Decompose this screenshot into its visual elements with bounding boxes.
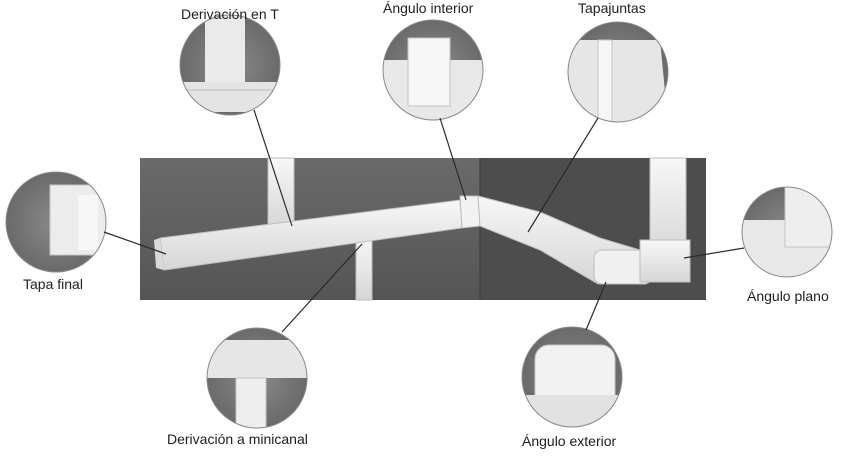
leader-lines [103,109,745,333]
inset-angulo-exterior [521,326,623,428]
leader-tapa-final [103,231,167,255]
inset-tapa-final [5,171,107,273]
inset-tapajuntas [567,21,669,123]
label-tapa-final: Tapa final [23,276,83,292]
label-angulo-plano: Ángulo plano [747,288,829,304]
leader-tapajuntas [527,117,599,233]
label-angulo-interior: Ángulo interior [383,0,474,16]
label-angulo-exterior: Ángulo exterior [522,433,617,449]
leader-derivacion-t [253,109,293,227]
leader-derivacion-minicanal [281,243,363,333]
label-derivacion-a-minicanal: Derivación a minicanal [167,431,308,447]
inset-derivacion-minicanal [206,327,308,429]
label-derivacion-en-t: Derivación en T [181,6,279,22]
leader-angulo-interior [439,117,467,201]
inset-angulo-plano [741,186,833,278]
inset-angulo-interior [382,19,484,121]
inset-derivacion-t [179,14,281,116]
label-tapajuntas: Tapajuntas [578,0,646,16]
leader-angulo-plano [683,247,745,259]
main-channel [154,195,691,285]
leader-angulo-exterior [585,281,607,331]
